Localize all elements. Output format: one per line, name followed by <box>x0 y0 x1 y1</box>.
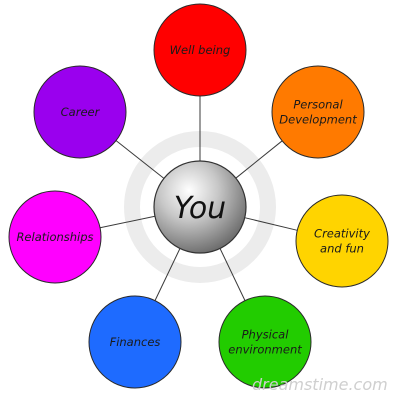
node-circle-career <box>33 65 127 159</box>
node-label-creativity-and-fun: and fun <box>320 242 364 256</box>
node-circle-physical-environment <box>218 295 312 389</box>
node-circle-relationships <box>8 190 102 284</box>
connector-creativity-and-fun <box>244 217 298 231</box>
node-label-relationships: Relationships <box>16 230 93 244</box>
node-circle-well-being <box>153 3 247 97</box>
node-career[interactable]: Career <box>33 65 127 159</box>
node-label-well-being: Well being <box>170 43 231 57</box>
node-label-finances: Finances <box>110 335 161 349</box>
node-relationships[interactable]: Relationships <box>8 190 102 284</box>
connector-finances <box>154 248 181 301</box>
watermark: dreamstime.com <box>252 375 388 394</box>
node-label-personal-development: Development <box>279 113 357 127</box>
node-label-physical-environment: environment <box>228 343 302 357</box>
watermark-text: dreamstime.com <box>252 375 388 394</box>
topic-nodes: Well beingPersonalDevelopmentCreativitya… <box>8 3 389 389</box>
connector-career <box>115 140 165 179</box>
node-well-being[interactable]: Well being <box>153 3 247 97</box>
node-label-creativity-and-fun: Creativity <box>314 227 370 241</box>
connector-physical-environment <box>219 248 246 301</box>
node-circle-personal-development <box>271 65 365 159</box>
node-label-physical-environment: Physical <box>242 328 290 342</box>
center-circle <box>153 160 247 254</box>
connector-relationships <box>99 215 156 229</box>
center-node[interactable]: You <box>153 160 247 254</box>
node-label-personal-development: Personal <box>293 98 343 112</box>
node-finances[interactable]: Finances <box>88 295 182 389</box>
node-label-career: Career <box>61 105 101 119</box>
node-circle-creativity-and-fun <box>295 194 389 288</box>
connector-lines <box>99 96 298 301</box>
center-label: You <box>174 191 226 226</box>
node-circle-finances <box>88 295 182 389</box>
connector-personal-development <box>235 140 283 179</box>
